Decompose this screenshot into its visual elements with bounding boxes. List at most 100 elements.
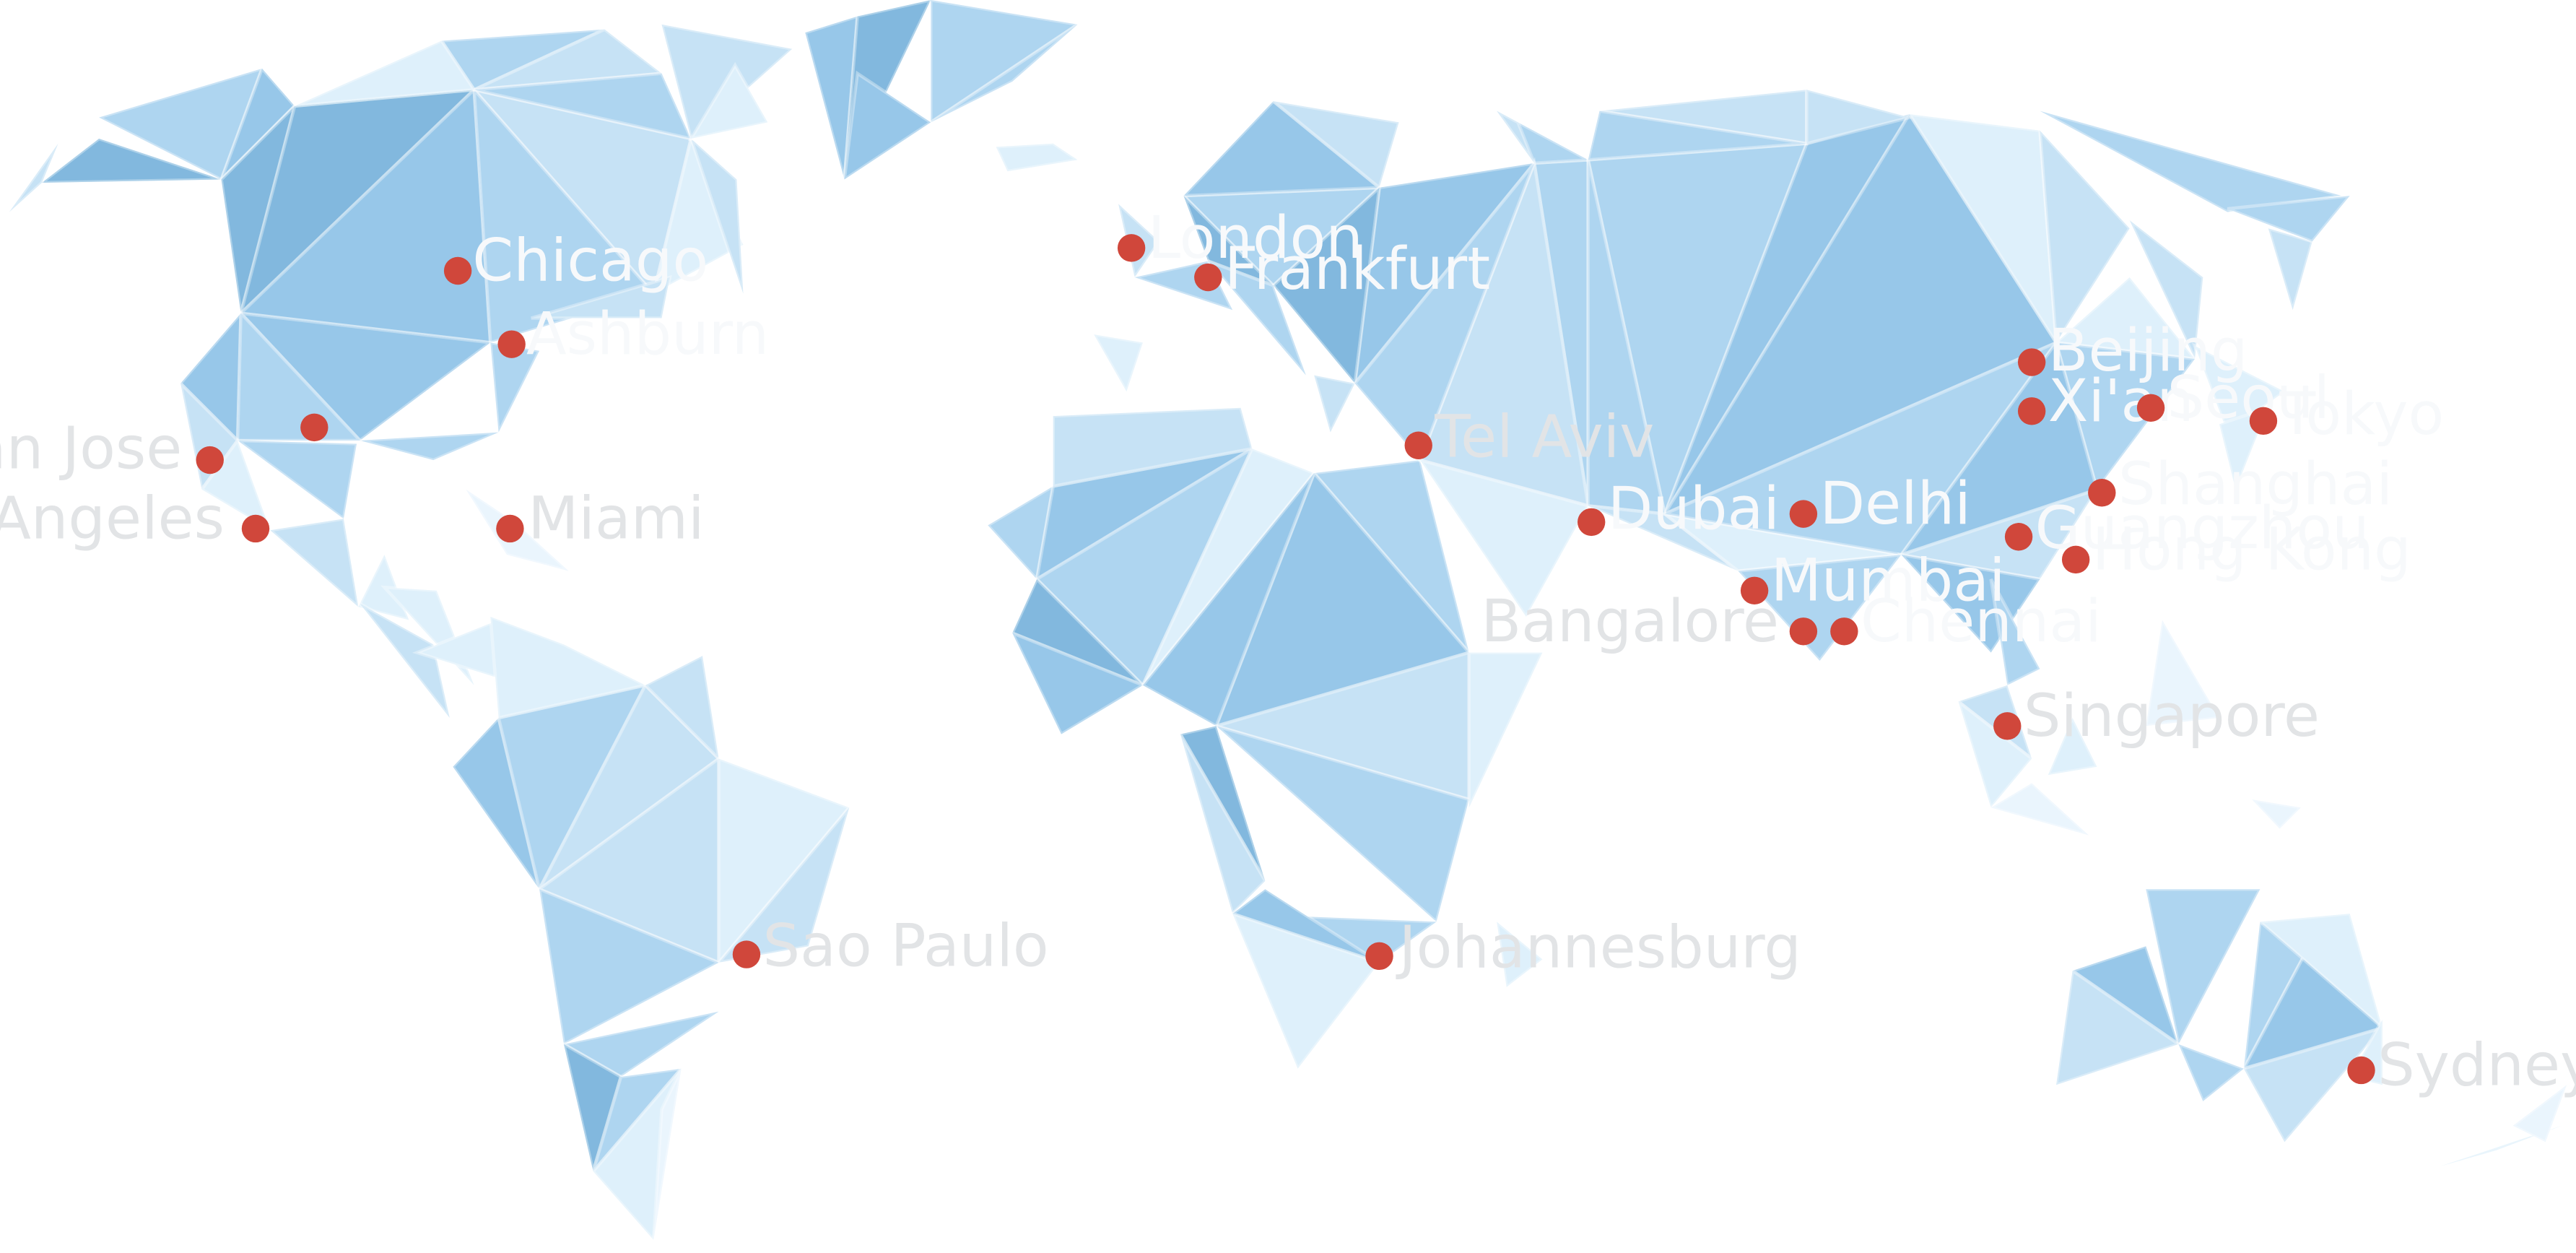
land-facet [2175,1041,2248,1104]
land-facet [2054,968,2183,1088]
land-facet [651,1067,683,1241]
city-marker-tokyo[interactable]: Tokyo [2249,381,2445,448]
city-marker-mumbai[interactable]: Mumbai [1740,547,2006,615]
city-marker-frankfurt[interactable]: Frankfurt [1194,235,1490,303]
land-facet [1311,373,1357,437]
location-pin-icon[interactable] [1789,500,1818,528]
city-marker-hong-kong[interactable]: Hong Kong [2061,516,2411,584]
city-marker-chennai[interactable]: Chennai [1830,588,2102,656]
location-pin-icon[interactable] [2136,394,2165,422]
location-pin-icon[interactable] [497,330,526,358]
location-pin-icon[interactable] [1404,431,1432,459]
city-marker-chicago[interactable]: Chicago [443,227,708,295]
land-facet [1987,781,2090,837]
city-marker-bangalore[interactable]: Bangalore [1481,588,1818,656]
land-facet [2255,911,2386,1033]
land-facet [1734,552,1905,664]
city-marker-london[interactable]: London [1117,204,1363,272]
city-marker-delhi[interactable]: Delhi [1789,470,1971,538]
location-pin-icon[interactable] [496,514,524,543]
city-label: Miami [528,485,704,553]
location-pin-icon[interactable] [196,446,224,474]
land-facet [1467,651,1545,809]
location-pin-icon[interactable] [443,256,472,285]
location-pin-icon[interactable] [2061,545,2090,574]
city-marker-ashburn[interactable]: Ashburn [497,300,769,368]
city-label: San Jose [0,415,182,482]
land-facet [2128,219,2205,365]
land-facet [1178,733,1268,917]
city-marker-dallas[interactable] [300,413,328,442]
city-marker-guangzhou[interactable]: Guangzhou [2004,495,2370,563]
land-facet [930,23,1079,124]
city-marker-shanghai[interactable]: Shanghai [2088,451,2393,519]
land-facet [359,430,500,462]
land-facet [928,0,1082,126]
land-facet [2144,615,2222,728]
land-facet [2439,1124,2563,1169]
land-facet [643,653,721,764]
land-facet [37,136,222,185]
location-pin-icon[interactable] [1789,617,1818,646]
land-facet [1585,109,1807,162]
city-label: Los Angeles [0,485,225,553]
location-pin-icon[interactable] [1830,617,1858,646]
land-facet [1494,917,1546,990]
location-pin-icon[interactable] [1993,712,2022,740]
land-facet [1009,630,1147,737]
location-pin-icon[interactable] [2088,479,2116,507]
land-facet [474,71,695,142]
location-pin-icon[interactable] [1365,942,1393,971]
city-label: Mumbai [1771,547,2006,615]
land-facet [842,70,934,183]
city-marker-singapore[interactable]: Singapore [1993,682,2320,750]
city-marker-xian[interactable]: Xi'an [2017,368,2194,435]
city-marker-los-angeles[interactable]: Los Angeles [0,485,270,553]
land-facet [1206,259,1307,377]
city-marker-seoul[interactable]: Seoul [2136,364,2331,432]
location-pin-icon[interactable] [2249,407,2278,435]
city-marker-san-jose[interactable]: San Jose [0,415,224,482]
city-label: Seoul [2167,364,2331,432]
city-marker-beijing[interactable]: Beijing [2017,317,2248,385]
land-facet [235,309,364,443]
city-label: Singapore [2024,682,2320,750]
city-marker-dubai[interactable]: Dubai [1577,475,1780,543]
city-label: Hong Kong [2092,516,2411,584]
location-pin-icon[interactable] [732,940,761,968]
city-label: Sao Paulo [763,912,1049,980]
city-label: Bangalore [1481,588,1779,656]
location-pin-icon[interactable] [1117,234,1146,262]
land-facet [1271,183,1382,388]
city-label: Xi'an [2048,368,2194,435]
city-label: Ashburn [526,300,769,368]
city-label: London [1148,204,1363,272]
land-facet [266,516,361,612]
city-label: Beijing [2048,317,2248,385]
location-pin-icon[interactable] [2004,523,2033,551]
land-facet [356,550,412,623]
location-pin-icon[interactable] [2017,348,2046,376]
location-pin-icon[interactable] [1194,263,1222,292]
location-pin-icon[interactable] [241,514,270,543]
city-marker-tel-aviv[interactable]: Tel Aviv [1404,404,1655,472]
city-marker-sydney[interactable]: Sydney [2347,1031,2576,1099]
land-facet [294,38,477,108]
city-marker-johannesburg[interactable]: Johannesburg [1365,914,1801,982]
city-marker-miami[interactable]: Miami [496,485,705,553]
land-facet [537,886,723,1047]
location-pin-icon[interactable] [1740,576,1769,605]
land-facet [714,806,851,966]
city-label: Tokyo [2279,381,2445,448]
city-marker-sao-paulo[interactable]: Sao Paulo [732,912,1049,980]
location-pin-icon[interactable] [2347,1056,2375,1085]
land-facet [1267,98,1401,191]
land-facet [358,602,452,719]
location-pin-icon[interactable] [2017,397,2046,425]
land-facet [687,61,770,142]
city-label: Frankfurt [1224,235,1490,303]
city-label: Johannesburg [1396,914,1801,982]
land-facet [1140,472,1316,729]
location-pin-icon[interactable] [300,413,328,442]
location-pin-icon[interactable] [1577,508,1606,537]
